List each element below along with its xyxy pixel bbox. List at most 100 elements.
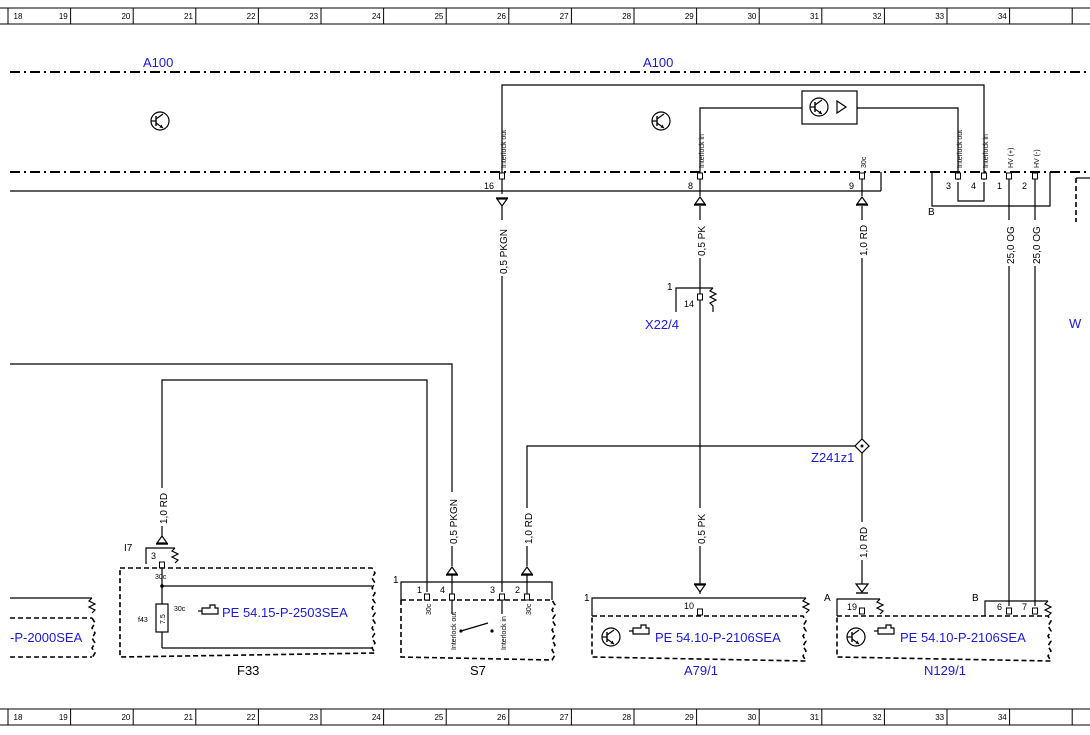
bottom-ruler-label: 20 [121,713,130,722]
s7-pin3: 3 [490,585,495,595]
bottom-ruler-label: 34 [998,713,1007,722]
a79-conn: 1 [584,593,590,604]
hand-pointer-icon [873,624,895,635]
bottom-ruler-label: 26 [497,713,506,722]
connector-b-box [931,172,1051,207]
s7-interlock-in: Interlock in [501,616,508,650]
f33-fuse-box [119,535,377,658]
top-ruler-label: 21 [184,12,193,21]
top-ruler-label: 31 [810,12,819,21]
connector-b-label: B [928,207,935,218]
bottom-ruler-label: 33 [935,713,944,722]
pin-1: 1 [997,181,1002,191]
top-ruler-label: 29 [685,12,694,21]
right-partial-label[interactable]: W [1069,316,1082,331]
top-ruler-label: 33 [935,12,944,21]
f33-label: F33 [237,663,259,678]
label-interlock-in-b: Interlock in [983,134,990,168]
s7-pin2: 2 [515,585,520,595]
a79-pin10: 10 [684,601,694,611]
s7-label: S7 [470,663,486,678]
s7-30c-a: 30c [426,603,433,615]
bottom-ruler-label: 19 [59,713,68,722]
pin-2: 2 [1022,181,1027,191]
label-30c: 30c [861,156,868,168]
interlock-in-wire [699,107,802,180]
n129-pin19: 19 [847,602,857,612]
amplifier-box [801,90,858,125]
wire-label: 0,5 PKGN [499,229,510,274]
connector-x22-4 [675,287,718,312]
pin-8: 8 [688,181,693,191]
f33-conn-i7: I7 [124,543,133,554]
n129-conn-b: B [972,593,979,604]
bottom-ruler [0,708,1090,726]
transistor-icon [601,627,621,647]
x22-4-link[interactable]: X22/4 [645,317,679,332]
s7-pin4: 4 [440,585,445,595]
wire-label: 1,0 RD [524,513,535,544]
top-ruler-label: 22 [247,12,256,21]
hand-pointer-icon [628,624,650,635]
n129-conn-a: A [824,593,831,604]
a79-ref-link[interactable]: PE 54.10-P-2106SEA [655,630,781,645]
f33-ref-link[interactable]: PE 54.15-P-2503SEA [222,605,348,620]
top-ruler-label: 30 [747,12,756,21]
bottom-ruler-label: 24 [372,713,381,722]
label-interlock-out-b: Interlock out [957,130,964,168]
f33-30c-right: 30c [174,606,186,613]
a79-1-label[interactable]: A79/1 [684,663,718,678]
top-ruler-label: 23 [309,12,318,21]
top-ruler-label: 19 [59,12,68,21]
bottom-ruler-label: 18 [14,713,23,722]
wire-label: 0,5 PK [697,226,708,256]
n129-pin6: 6 [997,602,1002,612]
s7-conn: 1 [393,575,399,586]
wire-f33-to-s7 [161,379,428,592]
x22-pin14: 14 [684,299,694,309]
f33-30c-top: 30c [155,574,167,581]
bottom-ruler-label: 25 [434,713,443,722]
wire-label: 1,0 RD [859,225,870,256]
a100-label-right[interactable]: A100 [643,55,673,70]
bottom-ruler-label: 32 [873,713,882,722]
a79-1-module-box [591,583,811,662]
left-ref-link[interactable]: -P-2000SEA [10,630,83,645]
bottom-ruler-label: 27 [560,713,569,722]
fuse-value: 7.5 [160,614,167,624]
label-interlock-in: Interlock in [699,134,706,168]
top-ruler-label: 26 [497,12,506,21]
splice-z241z1-link[interactable]: Z241z1 [811,450,854,465]
s7-30c-b: 30c [526,603,533,615]
f33-pin3: 3 [151,551,156,561]
bottom-ruler-label: 30 [747,713,756,722]
transistor-icon [651,111,671,131]
wire-label: 25,0 OG [1032,226,1043,264]
s7-pin1: 1 [417,585,422,595]
pin-3: 3 [946,181,951,191]
x22-pin1: 1 [667,282,673,293]
label-interlock-out: Interlock out [501,130,508,168]
bottom-ruler-label: 21 [184,713,193,722]
n129-1-label[interactable]: N129/1 [924,663,966,678]
top-ruler [0,7,1090,25]
n129-ref-link[interactable]: PE 54.10-P-2106SEA [900,630,1026,645]
bottom-ruler-label: 22 [247,713,256,722]
transistor-icon [846,627,866,647]
bottom-ruler-label: 28 [622,713,631,722]
fuse-id: f43 [138,617,148,624]
top-ruler-label: 34 [998,12,1007,21]
top-ruler-label: 28 [622,12,631,21]
pin-16: 16 [484,181,494,191]
top-ruler-label: 25 [434,12,443,21]
transistor-icon [150,111,170,131]
interlock-out-wire [857,107,959,180]
a100-label-left[interactable]: A100 [143,55,173,70]
wire-label: 0,5 PKGN [449,499,460,544]
left-partial-component [10,597,97,659]
bottom-ruler-label: 23 [309,713,318,722]
wire-label: 25,0 OG [1006,226,1017,264]
top-ruler-label: 32 [873,12,882,21]
hand-pointer-icon [197,604,219,615]
